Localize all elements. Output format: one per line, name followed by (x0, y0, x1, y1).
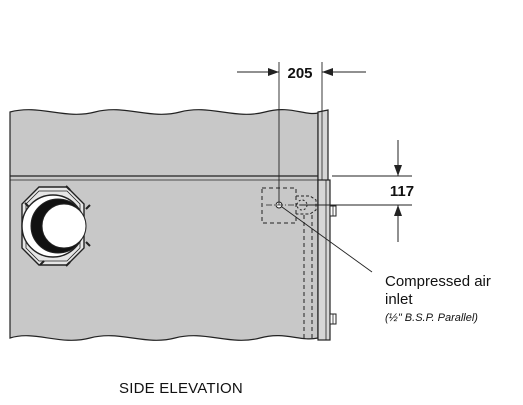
dimension-117-label: 117 (390, 183, 414, 200)
callout-line-3: (½" B.S.P. Parallel) (385, 312, 478, 324)
opening-face (41, 203, 87, 249)
dimension-205-label: 205 (287, 65, 312, 82)
flange-opening (21, 185, 91, 267)
drawing-caption: SIDE ELEVATION (119, 380, 243, 397)
side-plate (317, 179, 331, 341)
dimension-117-arrows (394, 140, 402, 242)
callout-line-2: inlet (385, 291, 413, 308)
air-inlet-hidden-box (261, 187, 317, 224)
dimension-205-arrows (237, 68, 366, 76)
callout-leader (281, 206, 373, 273)
callout-line-1: Compressed air (385, 273, 491, 290)
stud-lower (329, 313, 337, 325)
stud-upper (329, 205, 337, 217)
